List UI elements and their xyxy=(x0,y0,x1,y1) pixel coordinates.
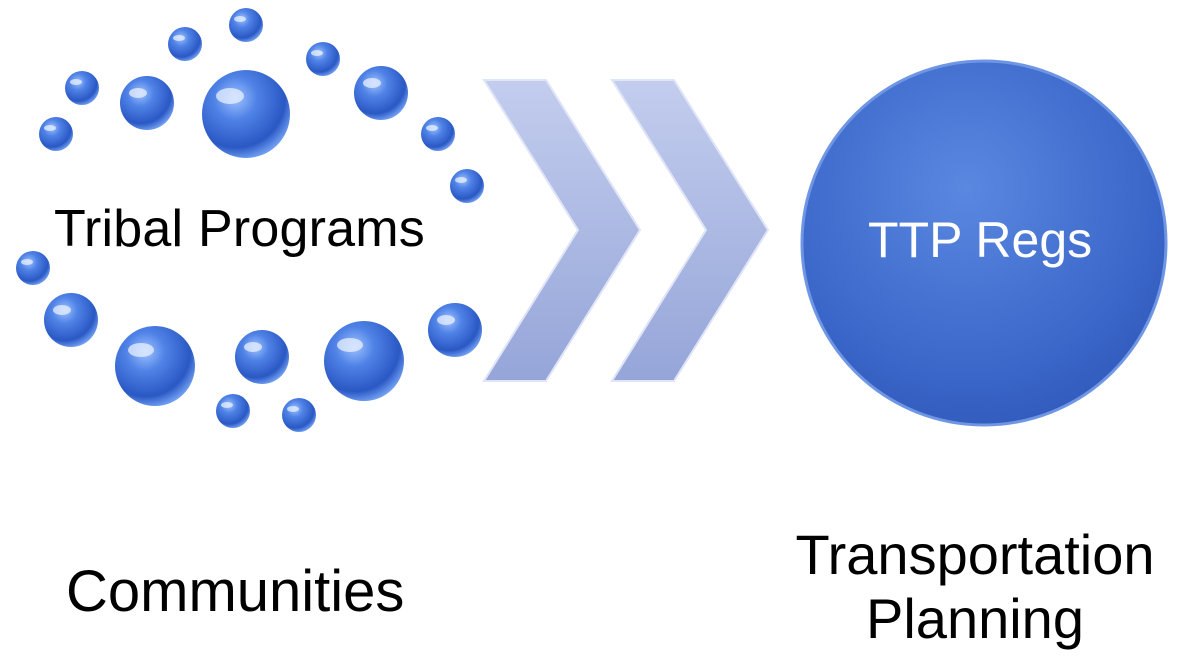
bubble xyxy=(229,8,263,42)
target-circle xyxy=(800,59,1168,427)
bubble xyxy=(39,117,73,151)
bubble xyxy=(324,321,404,401)
caption-line-1: Transportation xyxy=(795,523,1155,586)
bubble xyxy=(202,70,290,158)
tribal-programs-label: Tribal Programs xyxy=(54,200,425,258)
caption-line-2: Planning xyxy=(866,587,1084,651)
chevron-arrow-2 xyxy=(610,79,770,382)
bubble xyxy=(235,330,289,384)
bubble xyxy=(44,293,98,347)
chevron-arrow-1 xyxy=(482,79,642,382)
bubble xyxy=(450,169,484,203)
bubble xyxy=(115,326,195,406)
ttp-regs-label: TTP Regs xyxy=(868,212,1093,268)
bubble xyxy=(421,117,455,151)
bubble xyxy=(354,66,408,120)
bubble xyxy=(120,76,174,130)
bubble xyxy=(216,394,250,428)
bubble xyxy=(282,398,316,432)
communities-caption: Communities xyxy=(66,559,405,624)
bubble-ring xyxy=(16,8,484,432)
bubble xyxy=(16,251,50,285)
bubble xyxy=(306,42,340,76)
bubble xyxy=(65,71,99,105)
bubble xyxy=(428,303,482,357)
transportation-planning-caption: Transportation Planning xyxy=(760,523,1190,652)
bubble xyxy=(168,27,202,61)
